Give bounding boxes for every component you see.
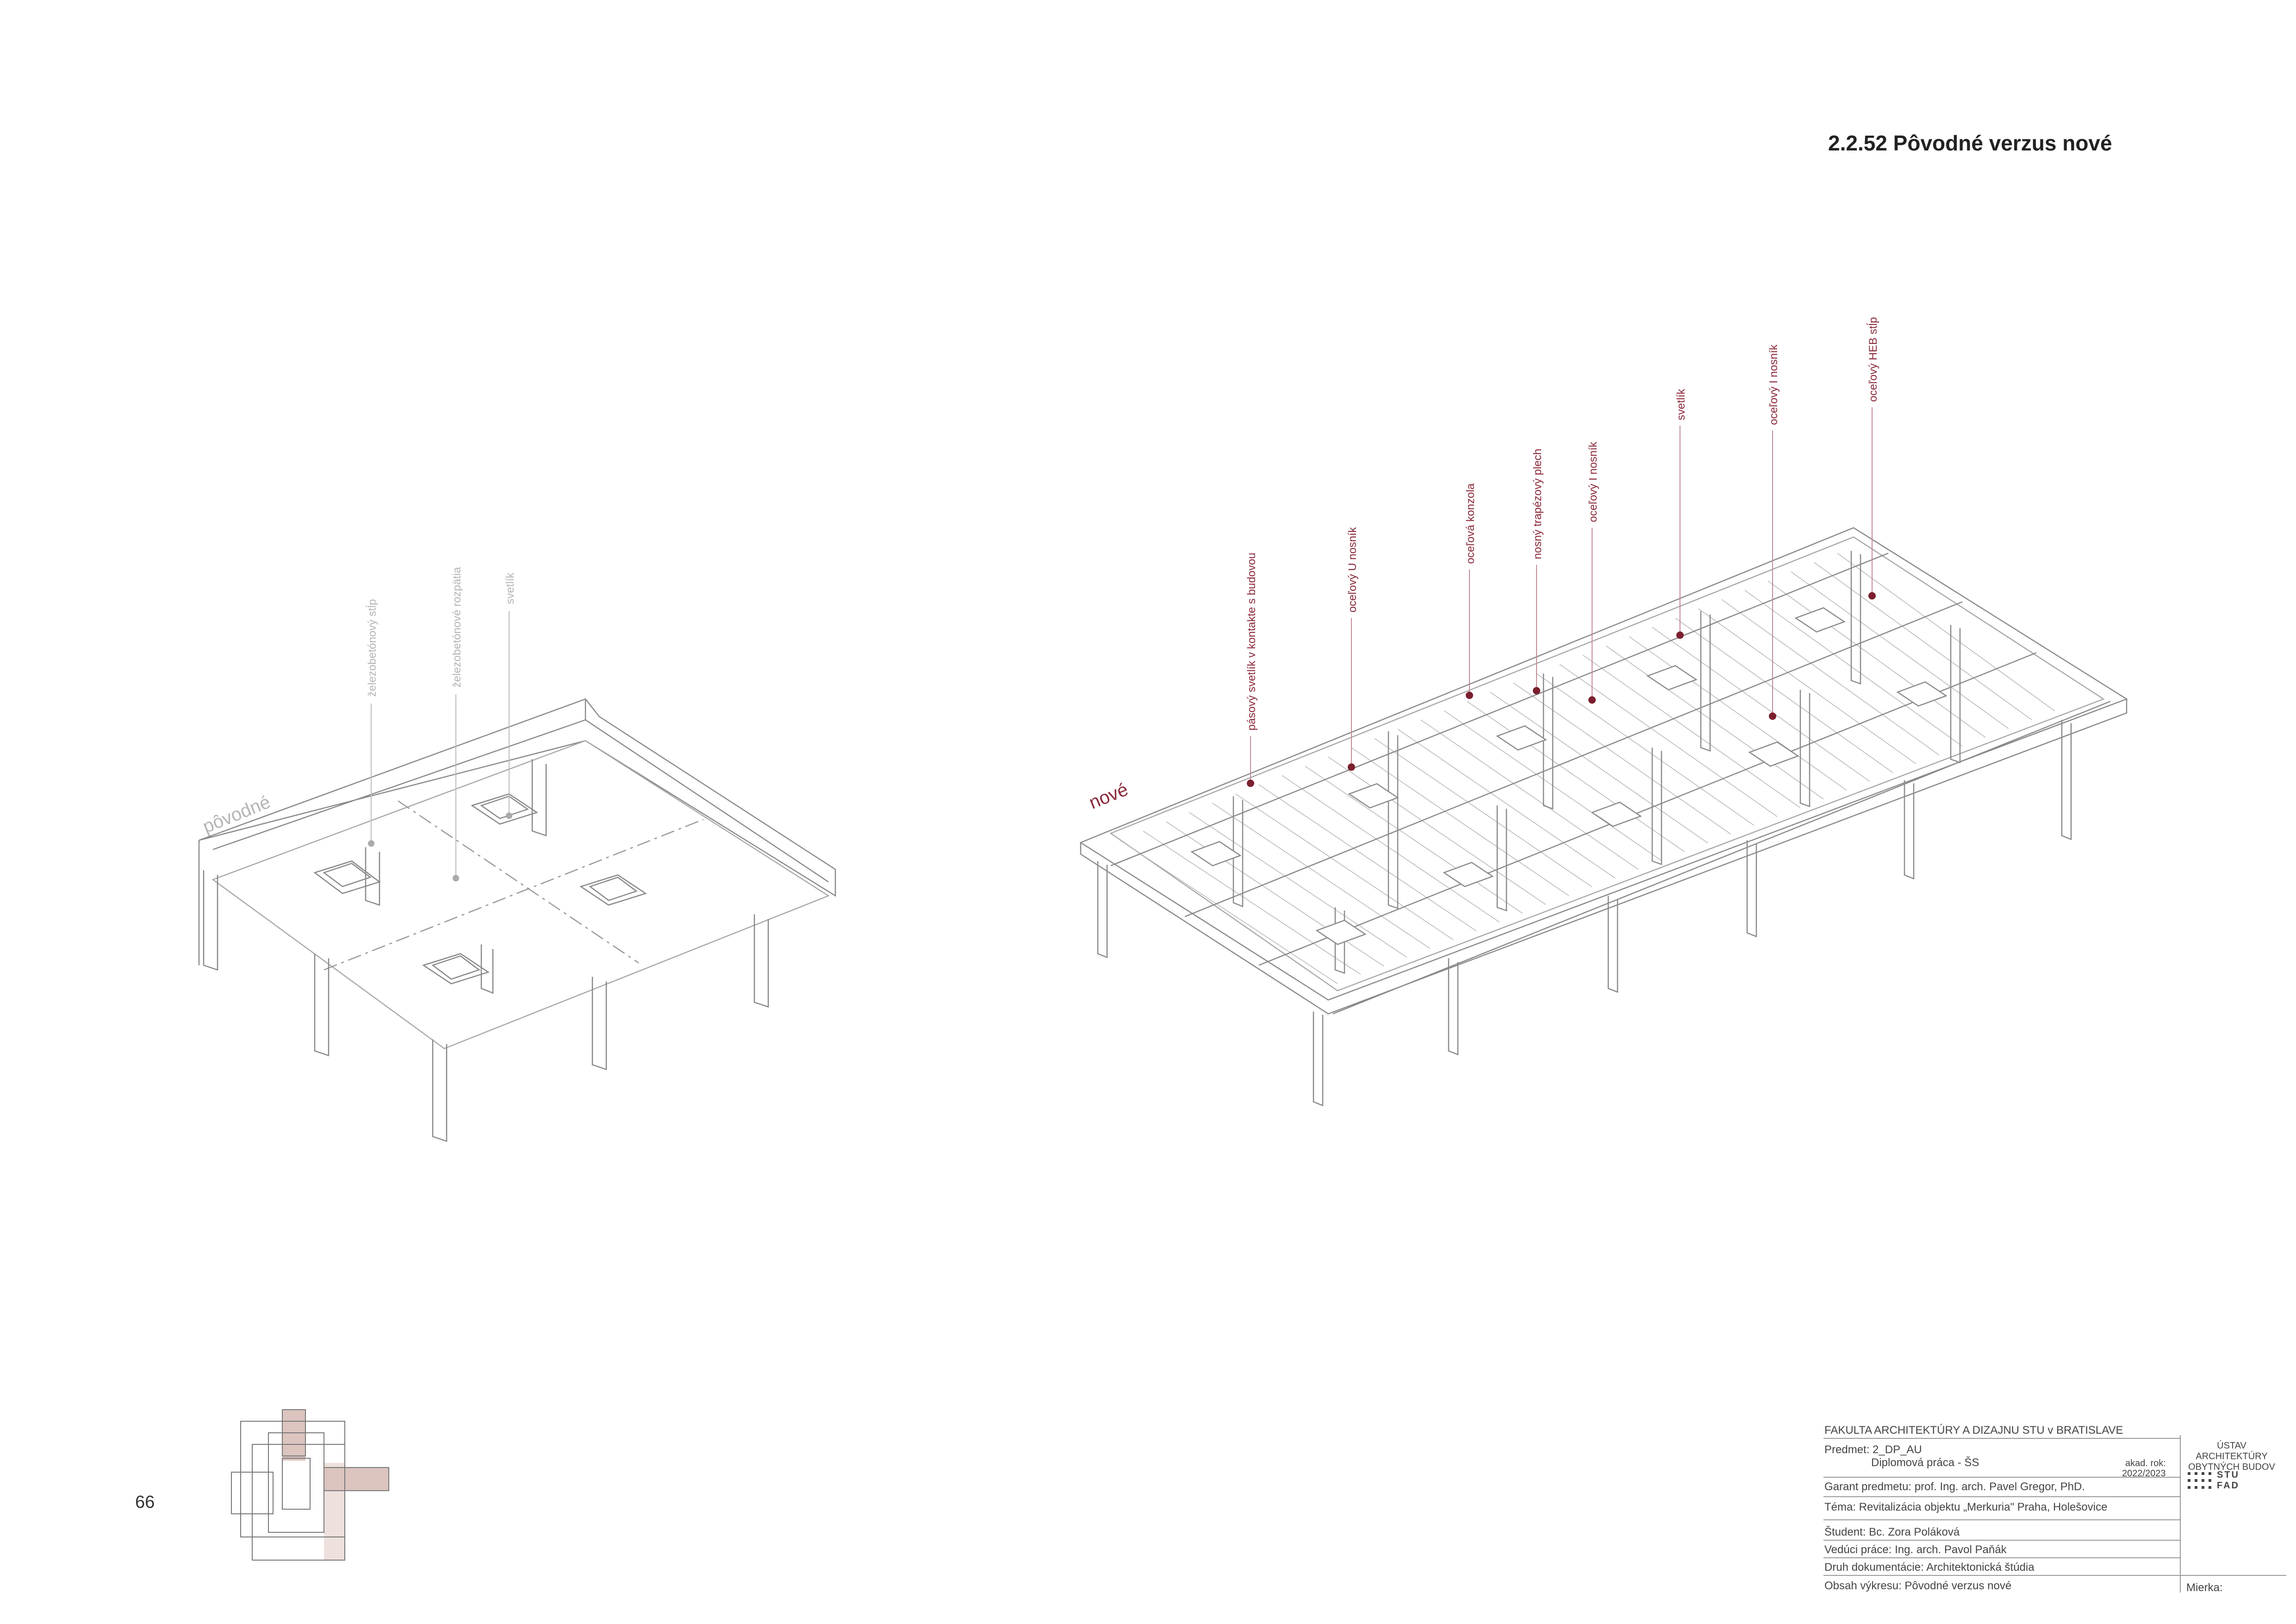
academic-year-label: akad. rok: <box>2125 1458 2166 1468</box>
student: Študent: Bc. Zora Poláková <box>1824 1526 1960 1538</box>
supervisor: Vedúci práce: Ing. arch. Pavol Paňák <box>1824 1543 2007 1556</box>
institute-name: ÚSTAV ARCHITEKTÚRY OBYTNÝCH BUDOV <box>2188 1441 2275 1472</box>
new-caption: nové <box>1086 779 1131 813</box>
new-label-strip-skylight: pásový svetlík v kontakte s budovou <box>1245 553 1258 731</box>
documentation-type: Druh dokumentácie: Architektonická štúdi… <box>1824 1561 2035 1574</box>
new-label-trapezoid-sheet: nosný trapézový plech <box>1531 449 1544 559</box>
new-label-bracket: oceľová konzola <box>1464 483 1477 564</box>
new-label-heb-column: oceľový HEB stĺp <box>1867 317 1879 402</box>
page-title: 2.2.52 Pôvodné verzus nové <box>1828 131 2112 155</box>
new-label-i-beam-1: oceľový I nosník <box>1587 441 1599 522</box>
drawing-content: Obsah výkresu: Pôvodné verzus nové <box>1824 1580 2012 1592</box>
subject-detail: Diplomová práca - ŠS <box>1871 1456 1979 1469</box>
new-label-skylight: svetlík <box>1675 388 1687 420</box>
logo-graphic <box>231 1409 389 1561</box>
faculty-name: FAKULTA ARCHITEKTÚRY A DIZAJNU STU v BRA… <box>1824 1424 2123 1437</box>
topic: Téma: Revitalizácia objektu „Merkuria" P… <box>1824 1501 2108 1513</box>
new-label-i-beam-2: oceľový I nosník <box>1767 344 1780 425</box>
stu-fad-logo-dots <box>2188 1472 2211 1489</box>
subject: Predmet: 2_DP_AU <box>1824 1443 1922 1456</box>
page-number: 66 <box>135 1493 155 1512</box>
original-structure-drawing <box>198 611 836 1142</box>
original-label-spans: železobetónové rozpätia <box>451 567 463 687</box>
logo-stu: STU <box>2217 1470 2240 1480</box>
new-label-u-beam: oceľový U nosník <box>1346 527 1359 612</box>
new-structure-drawing <box>1079 407 2128 1106</box>
original-label-skylight: svetlík <box>504 572 516 604</box>
scale-label: Mierka: <box>2186 1581 2223 1594</box>
original-label-column: železobetónový stĺp <box>366 599 379 697</box>
guarantor: Garant predmetu: prof. Ing. arch. Pavel … <box>1824 1480 2085 1493</box>
logo-fad: FAD <box>2217 1480 2240 1491</box>
academic-year: 2022/2023 <box>2122 1468 2166 1479</box>
